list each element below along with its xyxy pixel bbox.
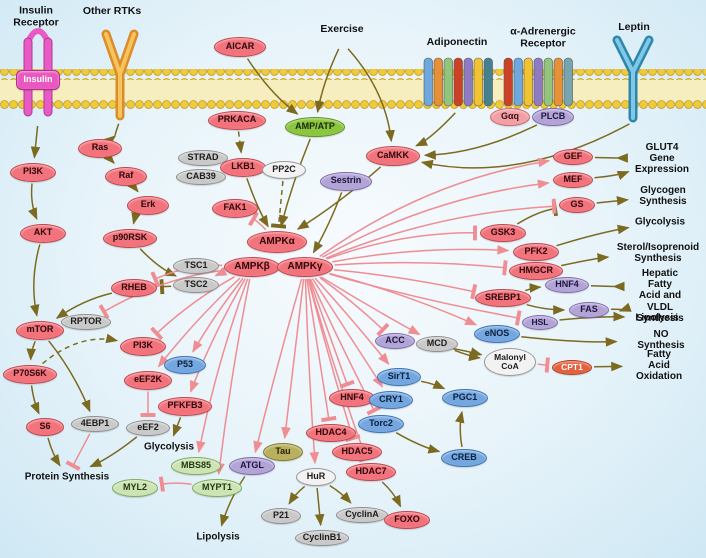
edge-acc-malonyl-arrow — [416, 342, 483, 357]
edge-ampkg-gef-arrow — [319, 157, 551, 258]
edge-ampkb-eef2k-arrow — [157, 277, 241, 368]
edge-exercise-anchor-amp-atp-arrow — [314, 48, 340, 114]
edge-ampkg-hdac7-tbar — [307, 278, 374, 463]
edge-plcb-camkk-arrow — [423, 124, 538, 160]
edge-srebp1-hnf4-right-arrow — [524, 283, 542, 293]
edge-ampkg-tau-arrow — [281, 278, 305, 440]
edge-eef2-lbl-protein-arrow — [89, 436, 138, 468]
edge-ampkg-acc-tbar — [319, 276, 390, 337]
edge-4ebp1-lbl-protein-tbar — [65, 433, 91, 471]
edge-ampkg-enos-arrow — [329, 272, 478, 326]
edge-srebp1-fas-arrow — [526, 303, 566, 315]
edge-erk-p90rsk-arrow — [131, 211, 141, 225]
edge-pfkfb3-lbl-glycolysis-b-arrow — [172, 417, 182, 437]
edge-atgl-lbl-lipolysis-b-arrow — [220, 476, 246, 527]
edge-ampkg-cry1-arrow — [311, 278, 384, 388]
edge-hnf4-right-lbl-hepatic-arrow — [590, 281, 625, 292]
edge-ampkg-hmgcr-tbar — [334, 260, 508, 276]
other-rtk-receptor-shape — [101, 29, 139, 121]
edge-gs-lbl-glycogen-arrow — [596, 196, 629, 206]
edge-rheb-mtor-arrow — [55, 292, 113, 319]
edge-akt-mtor-arrow — [29, 244, 41, 317]
edge-ampkg-mef-arrow — [322, 179, 550, 258]
edge-p70s6k-s6-arrow — [30, 385, 40, 415]
edge-ras-raf-arrow — [103, 151, 115, 164]
edge-ampkb-pfkfb3-arrow — [189, 278, 246, 393]
edge-rtk-anchor-ras-arrow — [103, 123, 120, 147]
edge-ampkb-rptor-tbar — [98, 269, 224, 320]
edge-hsl-lbl-lipolysis-r-arrow — [559, 311, 626, 322]
edge-hur-p21-arrow — [288, 485, 306, 505]
edge-torc2-creb-arrow — [395, 432, 441, 454]
adiponectin-receptor-shape — [423, 57, 493, 107]
edge-p90rsk-tsc2-arrow — [139, 248, 177, 277]
edge-hdac7-foxo-arrow — [381, 481, 402, 508]
edge-insulin-anchor-pi3k-left-arrow — [30, 125, 41, 159]
edge-ampkg-hsl-tbar — [329, 273, 522, 326]
edge-ampkb-pi3k-mid-tbar — [150, 276, 235, 341]
edge-ampkg-gs-tbar — [325, 198, 557, 259]
edge-ampkg-hnf4-mid-tbar — [308, 278, 355, 389]
edge-pfk2-lbl-glycolysis-r-arrow — [556, 224, 630, 247]
edge-hur-cyclinb1-arrow — [314, 487, 325, 527]
edge-creb-pgc1-arrow — [455, 410, 465, 448]
edge-exercise-anchor-camkk-arrow — [347, 48, 395, 143]
edge-s6-lbl-protein-arrow — [47, 437, 61, 467]
edge-mef-lbl-glut4-arrow — [594, 170, 630, 180]
adrenergic-receptor-shape — [503, 57, 573, 107]
edge-ampkg-sirt1-arrow — [314, 277, 390, 366]
edge-leptin-anchor-camkk-arrow — [420, 123, 630, 170]
edge-hur-cyclina-arrow — [329, 484, 352, 504]
edge-pp2c-ampka-tbar — [270, 180, 287, 229]
cell-membrane — [0, 69, 706, 110]
edge-mtor-4ebp1-arrow — [48, 340, 91, 413]
edge-ampkg-gsk3-tbar — [326, 225, 477, 260]
edge-gsk3-gs-tbar — [516, 200, 559, 225]
edge-ampkb-mbs85-arrow — [196, 278, 249, 454]
edge-ampkg-hdac4-tbar — [306, 278, 337, 423]
leptin-receptor-shape — [612, 35, 654, 123]
edge-p70s6k-pi3k-mid-arrow — [42, 333, 119, 365]
edge-ampkg-mcd-arrow — [320, 276, 421, 336]
edge-sestrin-ampkg-arrow — [312, 192, 343, 254]
edge-prkaca-lkb1-arrow — [235, 131, 245, 154]
edge-ampkg-hur-arrow — [304, 278, 320, 465]
edge-gef-lbl-glut4-arrow — [594, 153, 628, 163]
edge-pi3k-left-akt-arrow — [28, 183, 38, 220]
edge-aicar-amp-atp-arrow — [246, 58, 299, 115]
edge-enos-lbl-no-arrow — [521, 335, 618, 347]
edge-ampkb-mypt1-arrow — [215, 278, 251, 476]
edge-lkb1-ampka-arrow — [246, 178, 269, 228]
edge-raf-erk-arrow — [127, 180, 139, 193]
edge-amp-atp-ampka-arrow — [279, 138, 311, 228]
edge-ampkg-pfk2-arrow — [332, 245, 510, 263]
pathway-edges — [26, 48, 632, 527]
edge-ampka-fak1-tbar — [247, 211, 267, 231]
edge-malonyl-cpt1-tbar — [537, 357, 550, 373]
edge-ampkg-atgl-arrow — [253, 278, 303, 454]
edge-mtor-p70s6k-arrow — [26, 341, 37, 361]
edge-ampkg-srebp1-tbar — [334, 269, 478, 300]
edge-tsc2-rheb-tbar — [159, 279, 172, 295]
edge-ampkb-p53-arrow — [192, 277, 244, 353]
edge-ampkb-tsc2-arrow — [214, 266, 228, 277]
edge-adiponectin-anchor-camkk-arrow — [415, 112, 456, 147]
edge-sirt1-pgc1-arrow — [420, 379, 446, 390]
edge-hmgcr-lbl-sterol-arrow — [561, 253, 610, 267]
edge-fas-lbl-hepatic-arrow — [610, 302, 632, 312]
edge-mypt1-myl2-tbar — [158, 476, 192, 492]
